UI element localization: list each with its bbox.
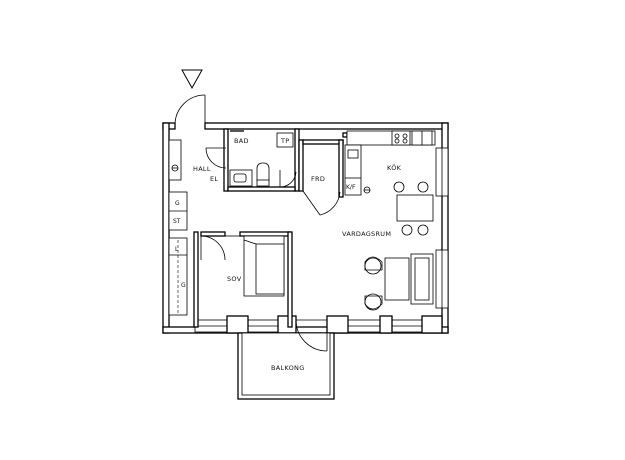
outer-walls [162,122,449,334]
label-st: ST [173,218,181,225]
label-bad: BAD [234,137,249,145]
right-windows [435,147,449,309]
label-kf: K/F [346,184,356,191]
label-tp: TP [280,137,290,145]
bathroom-fixtures [229,129,297,188]
label-balkong: BALKONG [271,364,305,372]
bottom-windows [194,315,443,334]
hall-storage [168,139,188,316]
entrance-door [174,94,206,126]
bedroom-bed [200,235,285,297]
bathroom-door [205,147,227,169]
entrance-triangle-icon [181,69,203,90]
label-frd: FRD [311,175,325,183]
label-vardagsrum: VARDAGSRUM [342,230,391,238]
living-room-furniture [364,253,434,311]
label-hall: HALL [193,165,211,173]
label-g-upper: G [175,200,180,207]
label-el: EL [210,175,218,183]
frd-door [302,190,341,216]
label-l: L [175,246,179,253]
label-g-lower: G [181,282,186,289]
balcony [237,319,335,400]
label-sov: SOV [227,275,242,283]
interior-walls [193,128,348,328]
label-kok: KÖK [387,163,402,172]
kitchen-fixtures [344,130,436,236]
